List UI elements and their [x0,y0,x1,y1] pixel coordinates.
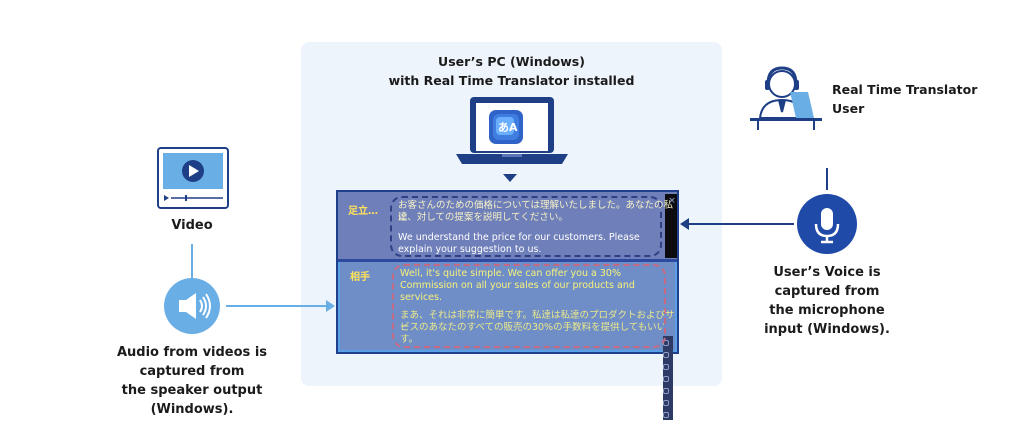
top-english-line2: explain your suggestion to us. [398,244,542,255]
pc-title-line2: with Real Time Translator installed [388,73,635,88]
translator-overlay: × 足立… お客さんのための価格については理解いたしました。あなたの私達 に、対… [336,190,679,420]
speaker-icon [164,278,220,334]
audio-line4: (Windows). [150,402,234,417]
arrow-right-icon [326,300,335,312]
overlay-top-sidebar: × [665,194,677,258]
toolbar-icon-3[interactable] [663,364,669,370]
user-label: Real Time Translator User [832,80,977,118]
down-arrow-icon [503,174,517,182]
toolbar-icon-7[interactable] [663,412,669,418]
microphone-icon [797,194,857,254]
headset-user-icon [746,62,826,138]
mic-to-overlay-line [686,223,794,225]
top-japanese-line1: お客さんのための価格については理解いたしました。あなたの私達 [398,200,674,223]
user-to-mic-line [826,168,828,190]
overlay-bottom-toolbar [663,336,673,420]
overlay-bottom-pane: 相手 Well, it's quite simple. We can offer… [338,262,677,420]
toolbar-icon-4[interactable] [663,376,669,382]
speaker-label-self: 足立… [348,206,378,217]
toolbar-icon-6[interactable] [663,400,669,406]
video-player-icon [157,147,229,213]
toolbar-icon-5[interactable] [663,388,669,394]
top-japanese-line2: に、対しての提案を説明してください。 [398,212,568,223]
voice-description: User’s Voice is captured from the microp… [742,263,912,339]
bottom-english-line1: Well, it's quite simple. We can offer yo… [400,268,621,279]
arrow-left-icon [680,218,689,230]
speaker-label-other: 相手 [350,272,370,283]
pc-title: User’s PC (Windows) with Real Time Trans… [301,52,722,90]
bottom-english-line2: Commission on all your sales of our prod… [400,280,635,291]
audio-description: Audio from videos is captured from the s… [92,343,292,419]
highlight-top [390,196,662,257]
audio-line3: the speaker output [121,383,263,398]
app-icon-glyph: あA [498,121,518,134]
bottom-japanese-line2: ビスのあなたのすべての販売の30%の手数料を提供してもいいです [400,322,664,333]
bottom-japanese-line3: す。 [400,334,419,345]
voice-line2: captured from [774,284,880,299]
bottom-english-line3: services. [400,292,442,303]
overlay-top-pane: × 足立… お客さんのための価格については理解いたしました。あなたの私達 に、対… [338,192,677,262]
user-line2: User [832,101,865,116]
bottom-japanese-line1: まあ、それは非常に簡単です。私達は私達のプロダクトおよびサー [400,310,675,333]
voice-line3: the microphone [769,303,885,318]
pc-title-line1: User’s PC (Windows) [438,54,585,69]
video-label: Video [171,218,213,233]
close-icon[interactable]: × [668,196,676,206]
voice-line4: input (Windows). [764,322,890,337]
translator-app-icon: あA [489,110,523,144]
user-line1: Real Time Translator [832,82,978,97]
toolbar-icon-2[interactable] [663,352,669,358]
top-english-line1: We understand the price for our customer… [398,232,640,243]
speaker-to-overlay-line [226,305,330,307]
audio-line2: captured from [139,364,245,379]
video-to-speaker-line [191,244,193,278]
highlight-bottom [392,264,666,348]
audio-line1: Audio from videos is [116,345,268,360]
voice-line1: User’s Voice is [773,265,881,280]
